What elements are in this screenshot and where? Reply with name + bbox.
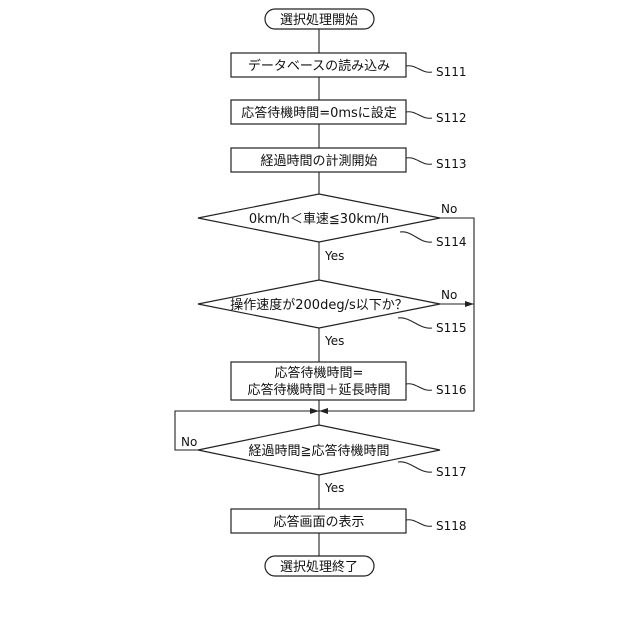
s115-label: 操作速度が200deg/s以下か？ [230,297,407,313]
arrowhead-merge-left [310,408,319,414]
process-s112: 応答待機時間=0msに設定 [231,100,406,124]
ref-s118: S118 [436,519,467,533]
s112-label: 応答待機時間=0msに設定 [241,105,397,121]
yes-label-s117: Yes [324,481,344,495]
s116-label-line1: 応答待機時間= [275,365,364,381]
s116-label-line2: 応答待機時間＋延長時間 [247,382,390,398]
s114-label: 0km/h＜車速≦30km/h [249,212,389,227]
ref-s112: S112 [436,111,467,125]
yes-label-s115: Yes [324,334,344,348]
process-s116: 応答待機時間= 応答待機時間＋延長時間 [231,362,406,400]
ref-s116: S116 [436,383,467,397]
arrowhead-merge-right [319,408,328,414]
s117-label: 経過時間≧応答待機時間 [249,443,390,459]
start-label: 選択処理開始 [280,13,358,28]
decision-s115: 操作速度が200deg/s以下か？ [198,280,440,328]
s111-label: データベースの読み込み [248,58,390,74]
start-terminal: 選択処理開始 [265,9,374,29]
decision-s114: 0km/h＜車速≦30km/h [198,194,440,242]
decision-s117: 経過時間≧応答待機時間 [198,425,440,475]
process-s111: データベースの読み込み [231,53,406,77]
ref-s114: S114 [436,235,467,249]
end-terminal: 選択処理終了 [265,556,374,576]
yes-label-s114: Yes [324,249,344,263]
no-label-s114: No [441,202,457,216]
ref-s111: S111 [436,65,467,79]
ref-s115: S115 [436,321,467,335]
process-s118: 応答画面の表示 [231,509,406,533]
ref-s113: S113 [436,157,467,171]
ref-s117: S117 [436,465,467,479]
arrowhead-no-s115 [465,301,474,307]
s113-label: 経過時間の計測開始 [260,153,377,169]
process-s113: 経過時間の計測開始 [231,148,406,172]
s118-label: 応答画面の表示 [273,514,364,530]
no-label-s115: No [441,288,457,302]
no-label-s117: No [181,435,197,449]
end-label: 選択処理終了 [280,559,358,575]
